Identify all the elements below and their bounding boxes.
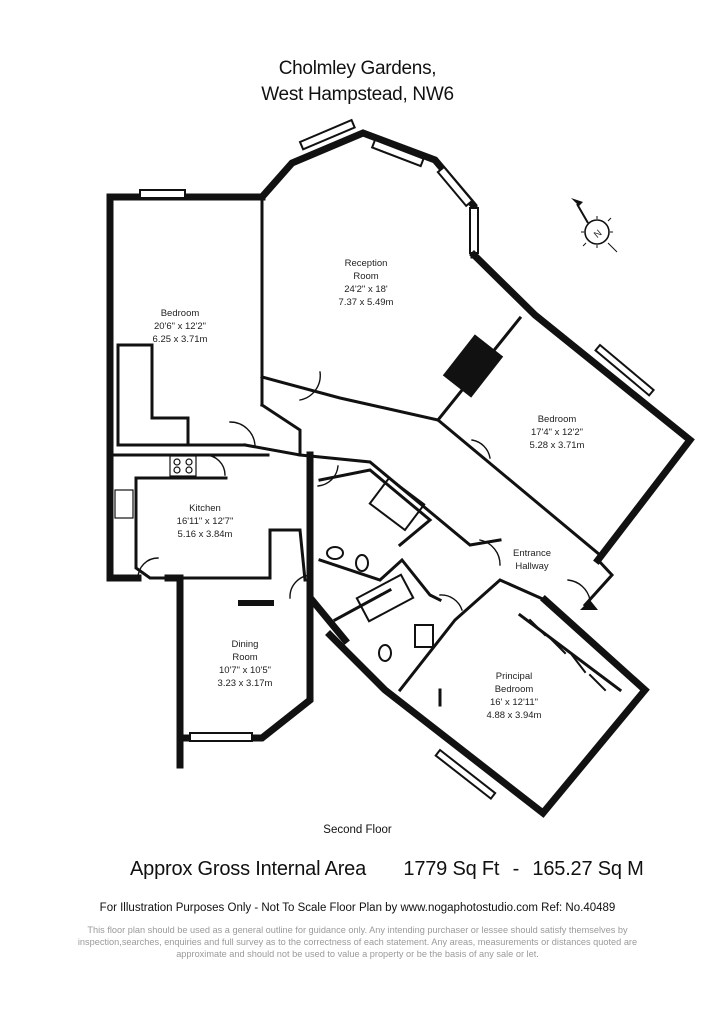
area-label: Approx Gross Internal Area: [130, 858, 367, 880]
kitchen-metric: 5.16 x 3.84m: [178, 529, 233, 540]
small-print: This floor plan should be used as a gene…: [77, 925, 638, 959]
bedroom-right-name: Bedroom: [538, 414, 577, 425]
dining-name-2: Room: [232, 652, 257, 663]
gross-area: Approx Gross Internal Area 1779 Sq Ft - …: [130, 858, 644, 881]
title-line-1: Cholmley Gardens,: [278, 58, 437, 79]
dining-imperial: 10'7" x 10'5": [219, 665, 271, 676]
principal-name: Principal: [496, 671, 532, 682]
reception-bay-walls: [257, 129, 478, 259]
bedroom-right-walls: [469, 250, 695, 565]
principal-bedroom-walls: [307, 595, 650, 818]
bedroom-left-name: Bedroom: [161, 308, 200, 319]
bedroom-left-metric: 6.25 x 3.71m: [153, 334, 208, 345]
floor-label: Second Floor: [323, 824, 392, 836]
principal-imperial: 16' x 12'11": [490, 697, 538, 708]
dining-metric: 3.23 x 3.17m: [218, 678, 273, 689]
principal-name-2: Bedroom: [495, 684, 534, 695]
property-title: Cholmley Gardens, West Hampstead, NW6: [0, 56, 715, 108]
kitchen-name: Kitchen: [189, 503, 221, 514]
principal-metric: 4.88 x 3.94m: [487, 710, 542, 721]
area-sqm: 165.27 Sq M: [532, 858, 644, 880]
bedroom-right-metric: 5.28 x 3.71m: [530, 440, 585, 451]
dining-walls: [176, 636, 314, 769]
dining-name: Dining: [232, 639, 259, 650]
kitchen-imperial: 16'11" x 12'7": [177, 516, 234, 527]
area-separator: -: [512, 858, 520, 880]
reception-imperial: 24'2" x 18': [344, 284, 388, 295]
title-line-2: West Hampstead, NW6: [261, 84, 454, 105]
reception-name-2: Room: [353, 271, 378, 282]
bedroom-right-imperial: 17'4" x 12'2": [531, 427, 583, 438]
reception-name: Reception: [345, 258, 388, 269]
disclaimer: For Illustration Purposes Only - Not To …: [99, 902, 616, 914]
kitchen-walls: [108, 453, 307, 582]
reception-metric: 7.37 x 5.49m: [339, 297, 394, 308]
north-arrow-icon: N: [571, 198, 618, 253]
compass-label: N: [592, 228, 604, 241]
entrance-name: Entrance: [513, 548, 551, 559]
area-sqft: 1779 Sq Ft: [403, 858, 500, 880]
bedroom-left-imperial: 20'6" x 12'2": [154, 321, 206, 332]
entrance-name-2: Hallway: [515, 561, 549, 572]
